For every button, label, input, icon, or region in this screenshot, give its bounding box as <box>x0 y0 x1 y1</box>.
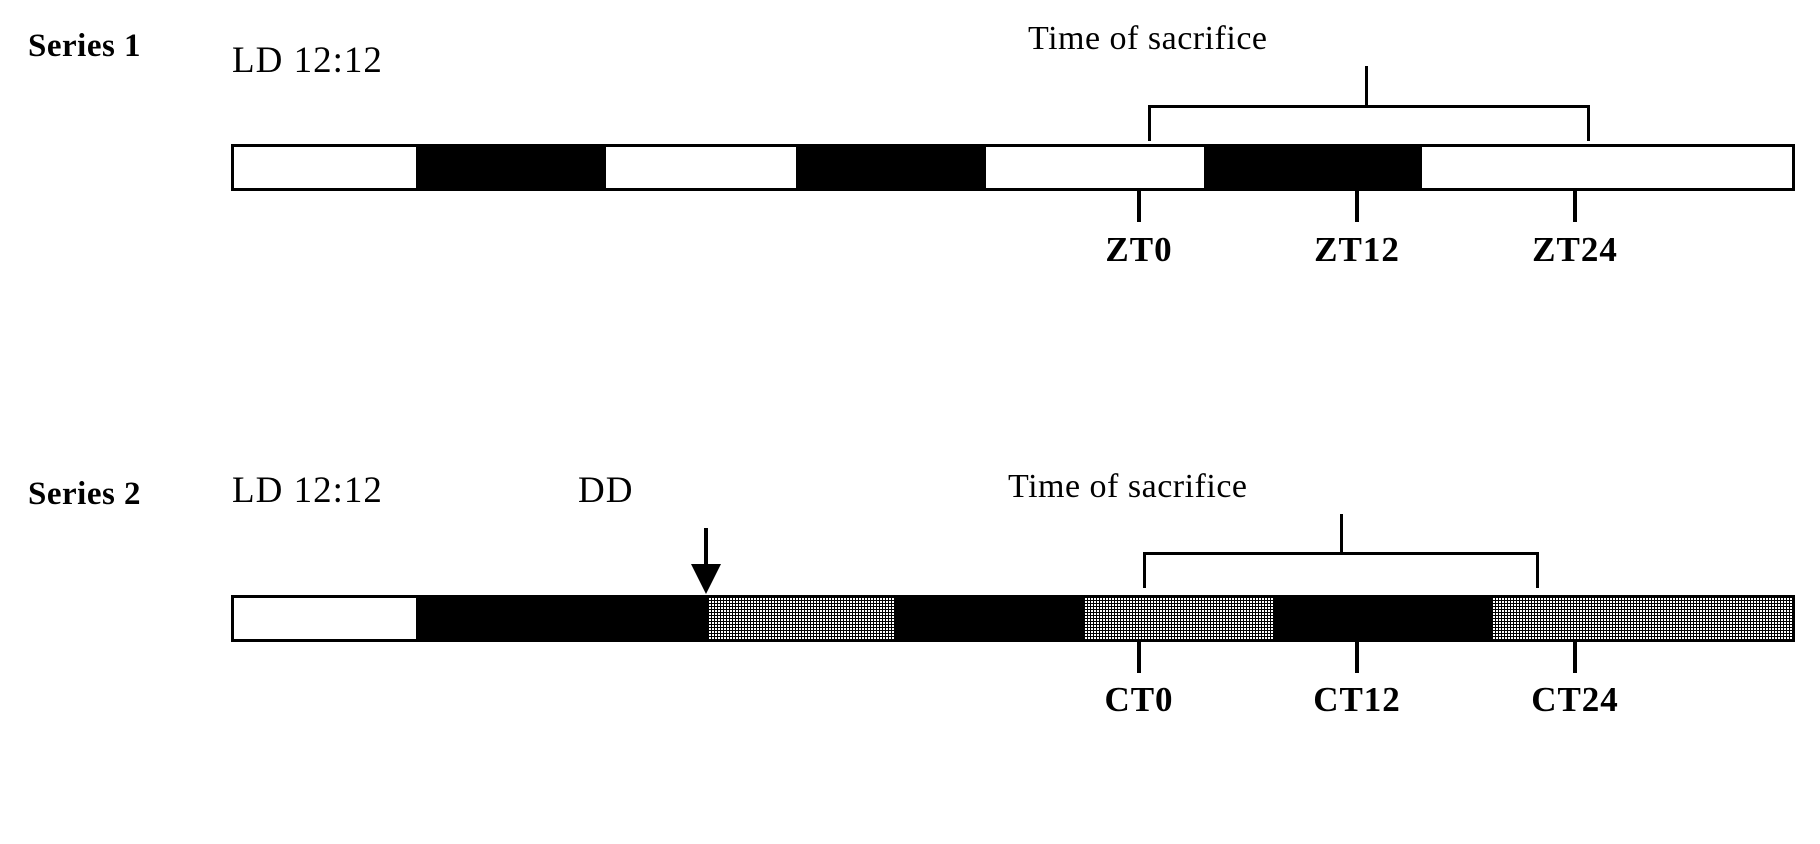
series-2-sacrifice-bracket <box>1143 552 1539 588</box>
series-2-condition-label: LD 12:12 <box>232 470 383 511</box>
dd-arrow-head-icon <box>691 564 721 594</box>
series-2-tick-label-ct0: CT0 <box>1104 680 1174 719</box>
series-1-bracket-stem <box>1365 66 1368 108</box>
series-1-segment-light-1 <box>234 147 416 188</box>
dd-arrow-shaft <box>704 528 708 588</box>
series-1-segment-dark-3 <box>1204 147 1422 188</box>
series-2-tick-label-ct24: CT24 <box>1531 680 1619 719</box>
series-1-tick-label-zt12: ZT12 <box>1314 230 1400 269</box>
series-1-actogram-bar <box>231 144 1795 191</box>
series-1-segment-dark-2 <box>796 147 986 188</box>
series-1-segment-light-2 <box>606 147 796 188</box>
series-1-segment-dark-1 <box>416 147 606 188</box>
series-1-tick-zt0 <box>1137 191 1141 222</box>
series-2-segment-dark-2 <box>894 598 1084 639</box>
series-1-sacrifice-label: Time of sacrifice <box>1028 20 1268 57</box>
series-2-tick-ct12 <box>1355 642 1359 673</box>
series-2-dd-label: DD <box>578 470 634 511</box>
series-1-sacrifice-bracket <box>1148 105 1590 141</box>
series-2-label: Series 2 <box>28 476 142 512</box>
series-1-segment-light-3 <box>986 147 1204 188</box>
series-1-segment-light-4 <box>1422 147 1792 188</box>
series-2-sacrifice-label: Time of sacrifice <box>1008 468 1248 505</box>
series-2-segment-subjective-1 <box>708 598 894 639</box>
series-1-label: Series 1 <box>28 28 142 64</box>
series-2-bracket-stem <box>1340 514 1343 554</box>
series-2-segment-subjective-2 <box>1084 598 1274 639</box>
series-2-tick-label-ct12: CT12 <box>1313 680 1401 719</box>
series-2-tick-ct24 <box>1573 642 1577 673</box>
series-2-tick-ct0 <box>1137 642 1141 673</box>
series-2-segment-dark-1 <box>416 598 708 639</box>
series-1-tick-label-zt24: ZT24 <box>1532 230 1618 269</box>
series-2-segment-light-1 <box>234 598 416 639</box>
series-2-segment-subjective-3 <box>1492 598 1792 639</box>
series-2-segment-dark-3 <box>1274 598 1492 639</box>
series-1-tick-zt12 <box>1355 191 1359 222</box>
series-1-tick-zt24 <box>1573 191 1577 222</box>
series-1-tick-label-zt0: ZT0 <box>1105 230 1173 269</box>
series-2-actogram-bar <box>231 595 1795 642</box>
series-1-condition-label: LD 12:12 <box>232 40 383 81</box>
